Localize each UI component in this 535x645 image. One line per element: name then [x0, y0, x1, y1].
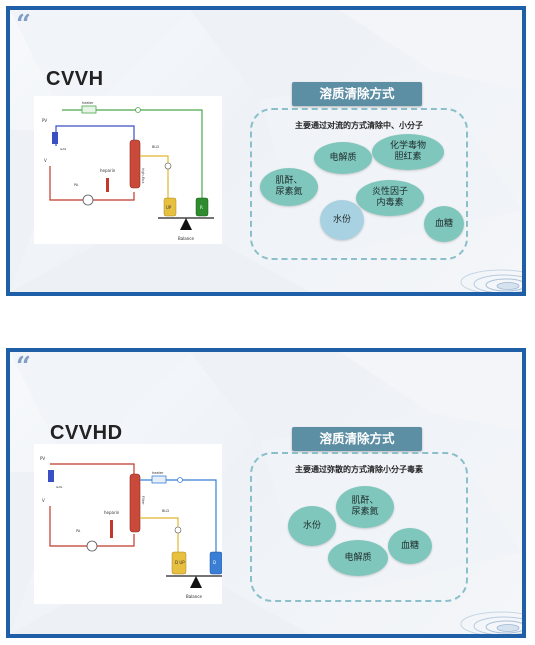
svg-text:UP: UP: [166, 205, 172, 210]
svg-text:R: R: [200, 205, 203, 210]
blood-pump-icon: [86, 540, 98, 552]
solute-bubble: 化学毒物 胆红素: [372, 134, 444, 170]
solute-removal-method-title: 溶质清除方式: [292, 82, 422, 106]
filter-icon: [129, 139, 141, 189]
slide-title: CVVH: [46, 68, 104, 90]
cvvh-circuit-diagram: PV heater heparin BLD high-flux PA V GAS…: [34, 96, 222, 244]
svg-text:PV: PV: [40, 456, 45, 461]
balance-icon: [190, 576, 202, 588]
svg-text:heater: heater: [152, 471, 164, 475]
svg-text:V: V: [42, 498, 45, 503]
r-bag-icon: [195, 197, 209, 217]
svg-text:PA: PA: [76, 529, 81, 533]
solute-bubble: 肌酐、 尿素氮: [336, 486, 394, 528]
method-subtitle: 主要通过弥散的方式清除小分子毒素: [295, 465, 423, 474]
filter-icon: [129, 473, 141, 533]
heparin-syringe-icon: [110, 520, 113, 538]
solute-bubble: 血糖: [424, 206, 464, 242]
blood-pump-icon: [82, 194, 94, 206]
pv-chamber-icon: [52, 132, 58, 144]
svg-text:heparin: heparin: [104, 510, 120, 515]
method-subtitle: 主要通过对流的方式清除中、小分子: [295, 121, 423, 130]
heater-icon: [81, 105, 97, 114]
heparin-syringe-icon: [106, 178, 109, 192]
solute-bubble: 水份: [288, 506, 336, 546]
up-bag-icon: [171, 551, 187, 575]
quote-mark-icon: “: [16, 10, 31, 40]
svg-text:heater: heater: [82, 101, 94, 105]
solute-bubble: 电解质: [314, 142, 372, 174]
balance-icon: [180, 218, 192, 230]
svg-text:PV: PV: [42, 118, 47, 123]
solute-panel: 主要通过弥散的方式清除小分子毒素 水份 肌酐、 尿素氮 血糖 电解质: [250, 452, 468, 602]
solute-bubble: 电解质: [328, 540, 388, 576]
up-bag-icon: [163, 197, 177, 217]
slide-cvvhd: “ CVVHD: [6, 348, 526, 638]
circuit-svg: PV heater heparin BLD Filter PA V GAS D …: [40, 456, 222, 599]
svg-text:high-flux: high-flux: [141, 168, 145, 183]
pv-chamber-icon: [48, 470, 54, 482]
solute-bubble: 水份: [320, 200, 364, 240]
svg-text:BLD: BLD: [152, 145, 159, 149]
svg-text:heparin: heparin: [100, 168, 116, 173]
swirl-decoration-icon: [460, 269, 522, 292]
solute-removal-method-title: 溶质清除方式: [292, 427, 422, 451]
svg-text:GAS: GAS: [60, 147, 66, 151]
circuit-svg: PV heater heparin BLD high-flux PA V GAS…: [42, 101, 214, 241]
svg-text:D: D: [213, 560, 216, 565]
svg-text:Balance: Balance: [178, 236, 194, 241]
svg-text:GAS: GAS: [56, 485, 62, 489]
slide-cvvh: “ CVVH: [6, 6, 526, 296]
heater-icon: [151, 475, 167, 484]
svg-text:BLD: BLD: [162, 509, 169, 513]
cvvhd-circuit-diagram: PV heater heparin BLD Filter PA V GAS D …: [34, 444, 222, 604]
solute-panel: 主要通过对流的方式清除中、小分子 电解质 化学毒物 胆红素 肌酐、 尿素氮 炎性…: [250, 108, 468, 260]
d-bag-icon: [209, 551, 222, 575]
slide-title: CVVHD: [50, 422, 123, 444]
svg-text:V: V: [44, 158, 47, 163]
svg-text:Balance: Balance: [186, 594, 202, 599]
svg-text:PA: PA: [74, 183, 79, 187]
quote-mark-icon: “: [16, 352, 31, 382]
svg-text:Filter: Filter: [141, 496, 145, 505]
solute-bubble: 炎性因子 内毒素: [356, 180, 424, 216]
solute-bubble: 肌酐、 尿素氮: [260, 168, 318, 206]
swirl-decoration-icon: [460, 611, 522, 634]
svg-text:D UP: D UP: [175, 560, 185, 565]
solute-bubble: 血糖: [388, 528, 432, 564]
